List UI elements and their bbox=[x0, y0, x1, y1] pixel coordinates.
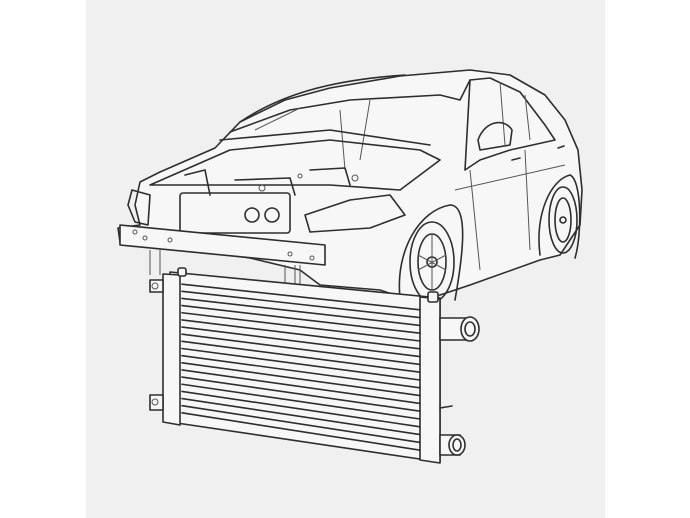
radiator-fin bbox=[181, 304, 421, 335]
radiator-fin bbox=[181, 290, 421, 319]
radiator-fin bbox=[181, 319, 421, 350]
radiator-fin bbox=[181, 311, 421, 342]
radiator-fin bbox=[181, 347, 421, 381]
radiator-fin bbox=[181, 297, 421, 327]
radiator-fin bbox=[181, 354, 421, 389]
radiator-fin bbox=[181, 397, 421, 436]
radiator-fin bbox=[181, 369, 421, 405]
radiator-fin bbox=[181, 376, 421, 413]
radiator-fin bbox=[181, 412, 421, 452]
radiator-fin bbox=[181, 283, 421, 311]
radiator-fin bbox=[181, 333, 421, 366]
radiator-fin bbox=[181, 390, 421, 428]
radiator-icon bbox=[149, 267, 480, 464]
radiator-fin bbox=[181, 340, 421, 374]
radiator-fin bbox=[181, 383, 421, 420]
car-icon bbox=[117, 69, 583, 303]
radiator-fin bbox=[181, 404, 421, 444]
radiator-fin bbox=[181, 361, 421, 397]
radiator-fin bbox=[181, 326, 421, 358]
